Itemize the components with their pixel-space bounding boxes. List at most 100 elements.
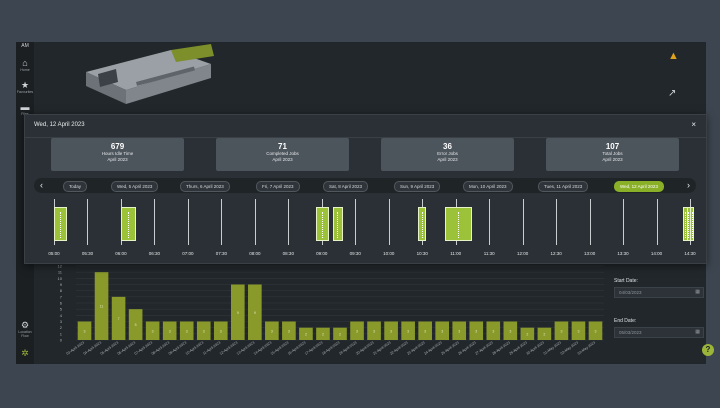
- time-tick-label: 06:00: [115, 251, 127, 256]
- date-chip-thurs-6[interactable]: Thurs, 6 April 2023: [180, 181, 230, 192]
- date-filters: Start Date: 04/03/2023 ▦ End Date: 05/03…: [614, 278, 704, 338]
- bar[interactable]: [282, 321, 296, 341]
- time-tick-label: 10:00: [383, 251, 395, 256]
- timeline-gridline: [187, 199, 189, 245]
- job-block[interactable]: [120, 207, 137, 241]
- date-chip-today[interactable]: Today: [63, 181, 88, 192]
- bar[interactable]: [435, 321, 450, 341]
- bar[interactable]: [213, 321, 228, 341]
- bar[interactable]: [265, 321, 279, 341]
- bar-value-label: 2: [305, 332, 307, 336]
- date-chip-wed-5[interactable]: Wed, 5 April 2023: [111, 181, 159, 192]
- y-tick-label: 0: [60, 338, 63, 343]
- y-tick-label: 7: [60, 294, 63, 299]
- bar[interactable]: [520, 327, 535, 340]
- date-chip-sun-9[interactable]: Sun, 9 April 2023: [394, 181, 441, 192]
- job-block[interactable]: [316, 207, 330, 241]
- bar[interactable]: [350, 321, 364, 341]
- bar[interactable]: [384, 321, 398, 341]
- bar-value-label: 3: [492, 329, 494, 333]
- bar[interactable]: [401, 321, 415, 341]
- date-chip-fri-7[interactable]: Fri, 7 April 2023: [256, 181, 300, 192]
- bar-value-label: 3: [220, 329, 222, 333]
- bar[interactable]: [248, 284, 262, 341]
- user-avatar[interactable]: AM: [21, 43, 29, 49]
- job-block[interactable]: [417, 207, 427, 241]
- bar-value-label: 3: [458, 329, 460, 333]
- sidebar-item-favourites[interactable]: ★ Favourites: [16, 80, 34, 94]
- date-chip-mon-10[interactable]: Mon, 10 April 2023: [463, 181, 513, 192]
- bar-value-label: 2: [339, 332, 341, 336]
- date-chip-wed-12[interactable]: Wed, 12 April 2023: [614, 181, 664, 192]
- bar-value-label: 3: [169, 329, 171, 333]
- stat-completed-jobs: 71 Completed Jobs April 2023: [216, 138, 349, 171]
- help-button[interactable]: ?: [702, 344, 714, 356]
- bar[interactable]: [128, 309, 143, 340]
- time-tick-label: 08:00: [249, 251, 261, 256]
- job-block[interactable]: [332, 207, 343, 241]
- bar-value-label: 3: [84, 329, 86, 333]
- bar[interactable]: [316, 327, 330, 340]
- bar[interactable]: [111, 296, 126, 340]
- bar[interactable]: [333, 327, 347, 340]
- bar[interactable]: [162, 321, 177, 341]
- stat-error-jobs: 36 Error Jobs April 2023: [381, 138, 514, 171]
- job-marker: [688, 212, 690, 238]
- start-date-input[interactable]: 04/03/2023 ▦: [614, 287, 704, 298]
- bar-value-label: 5: [135, 323, 137, 327]
- x-tick-label: 30-April-2023: [525, 341, 545, 356]
- trend-chart-icon[interactable]: ↗: [668, 88, 677, 99]
- end-date-label: End Date:: [614, 318, 637, 324]
- bar[interactable]: [588, 321, 603, 341]
- y-tick-label: 11: [58, 270, 63, 275]
- bar[interactable]: [554, 321, 569, 341]
- bar-value-label: 3: [560, 329, 562, 333]
- calendar-icon[interactable]: ▦: [695, 289, 700, 295]
- time-tick-label: 14:00: [650, 251, 663, 256]
- bar-value-label: 3: [509, 329, 511, 333]
- warning-icon[interactable]: ▲: [668, 50, 679, 62]
- bar[interactable]: [196, 321, 211, 341]
- job-block[interactable]: [690, 207, 695, 241]
- timeline-gridline: [556, 199, 558, 245]
- sidebar-item-home[interactable]: ⌂ Home: [16, 58, 34, 72]
- bar[interactable]: [452, 321, 467, 341]
- bar[interactable]: [571, 321, 586, 341]
- job-block[interactable]: [54, 207, 68, 241]
- bar-value-label: 3: [424, 329, 426, 333]
- chevron-right-icon[interactable]: ›: [687, 180, 690, 190]
- timeline-gridline: [254, 199, 256, 245]
- modal-header: Wed, 12 April 2023 ×: [25, 115, 706, 138]
- close-icon[interactable]: ×: [691, 120, 696, 129]
- timeline-gridline: [388, 199, 390, 245]
- timeline-gridline: [154, 199, 156, 245]
- bar[interactable]: [145, 321, 160, 341]
- bar[interactable]: [230, 284, 245, 341]
- bar[interactable]: [418, 321, 432, 341]
- bar[interactable]: [179, 321, 194, 341]
- bar[interactable]: [77, 321, 92, 341]
- bar[interactable]: [299, 327, 313, 340]
- stat-idle-hours: 679 Hours Idle Time April 2023: [51, 138, 184, 171]
- bar[interactable]: [367, 321, 381, 341]
- x-tick-label: 10-April-2023: [185, 341, 205, 356]
- calendar-icon[interactable]: ▦: [695, 329, 700, 335]
- bar[interactable]: [469, 321, 484, 341]
- bar[interactable]: [503, 321, 518, 341]
- job-marker: [337, 212, 339, 238]
- time-tick-label: 11:30: [483, 251, 495, 256]
- chevron-left-icon[interactable]: ‹: [40, 180, 43, 190]
- bar[interactable]: [94, 272, 109, 340]
- logo-icon: ✲: [21, 348, 29, 358]
- bar[interactable]: [486, 321, 501, 341]
- timeline-gridline: [656, 199, 658, 245]
- end-date-input[interactable]: 05/03/2023 ▦: [614, 327, 704, 338]
- date-chip-sat-8[interactable]: Sat, 8 April 2023: [323, 181, 369, 192]
- bar-value-label: 2: [543, 332, 545, 336]
- date-chip-tues-11[interactable]: Tues, 11 April 2023: [538, 181, 589, 192]
- bar-value-label: 3: [203, 329, 205, 333]
- sidebar-item-location-flow[interactable]: ⚙ Location Flow: [16, 320, 34, 338]
- bar[interactable]: [537, 327, 552, 340]
- job-block[interactable]: [444, 207, 473, 241]
